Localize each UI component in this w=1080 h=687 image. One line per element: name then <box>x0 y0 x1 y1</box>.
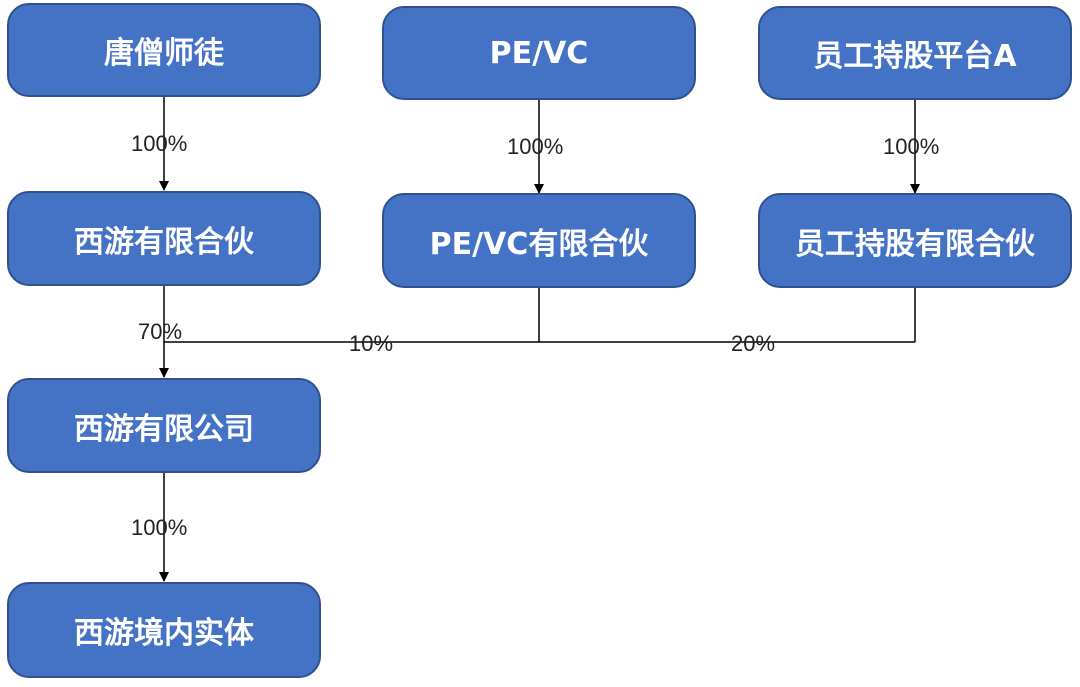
node-xiyou-lp: 西游有限合伙 <box>7 191 321 286</box>
label-pevc-lp-stake: 10% <box>349 331 394 356</box>
label-tangseng-stake: 100% <box>131 131 188 156</box>
label-xiyou-lp-stake: 70% <box>138 319 183 344</box>
node-xiyou-co: 西游有限公司 <box>7 378 321 473</box>
node-pevc-lp: PE/VC有限合伙 <box>382 193 696 288</box>
label-esop-lp-stake: 20% <box>731 331 776 356</box>
label-esop-platform-stake: 100% <box>883 134 940 159</box>
label-pevc-stake: 100% <box>507 134 564 159</box>
node-esop-platform: 员工持股平台A <box>758 6 1072 100</box>
node-pevc: PE/VC <box>382 6 696 100</box>
node-tangseng: 唐僧师徒 <box>7 3 321 97</box>
node-xiyou-domestic: 西游境内实体 <box>7 582 321 678</box>
node-esop-lp: 员工持股有限合伙 <box>758 193 1072 288</box>
label-xiyou-co-stake: 100% <box>131 515 188 540</box>
